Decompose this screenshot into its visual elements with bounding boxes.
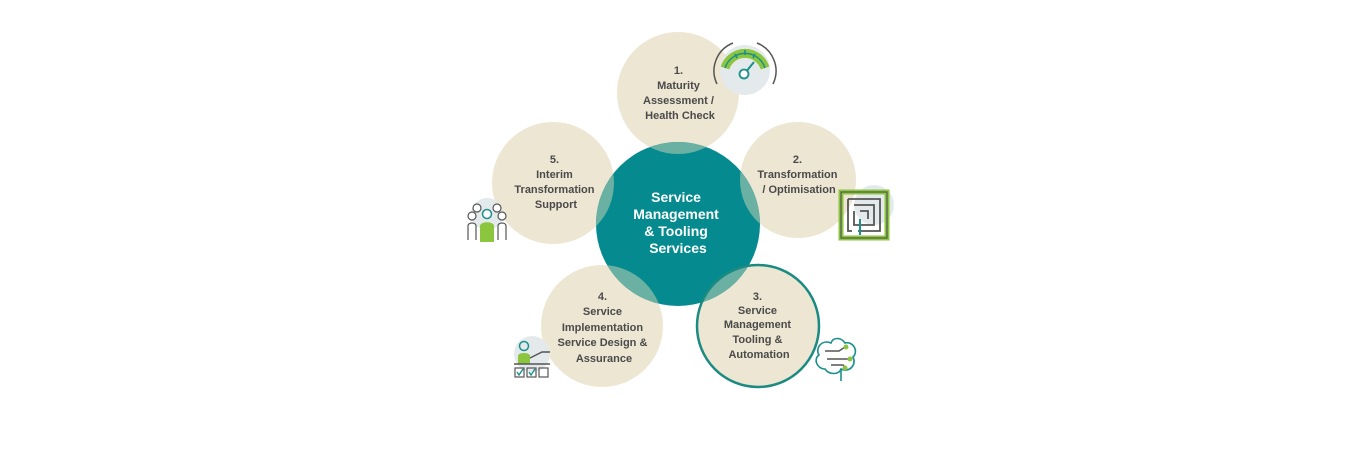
petal-interim-circle [492, 122, 614, 244]
center-line: & Tooling [644, 223, 708, 239]
petal-line: Tooling & [733, 334, 783, 346]
petal-line: / Optimisation [762, 184, 836, 196]
petal-tooling-label: 3. Service Management Tooling & Automati… [724, 291, 794, 361]
petal-implementation-label: 4. Service Implementation Service Design… [558, 291, 651, 365]
center-line: Management [633, 206, 719, 222]
center-title: Service Management & Tooling Services [633, 189, 722, 256]
petal-line: 1. [674, 65, 683, 77]
petal-maturity [617, 32, 739, 154]
petal-line: Interim [536, 169, 573, 181]
petal-line: 3. [753, 291, 762, 303]
petal-transformation-label: 2. Transformation / Optimisation [757, 154, 840, 196]
petal-line: Assurance [576, 353, 632, 365]
petal-maturity-circle [617, 32, 739, 154]
center-line: Services [649, 240, 707, 256]
petal-line: Health Check [645, 110, 716, 122]
team-icon [467, 198, 507, 242]
maze-icon [838, 185, 894, 241]
petal-line: Transformation [757, 169, 837, 181]
checklist-presenter-icon [514, 336, 550, 378]
petal-line: 4. [598, 291, 607, 303]
petal-interim [492, 122, 614, 244]
petal-line: Implementation [562, 322, 644, 334]
brain-circuit-icon [815, 337, 857, 381]
petal-line: Service [738, 305, 777, 317]
petal-interim-label: 5. Interim Transformation Support [514, 154, 597, 211]
petal-implementation [541, 265, 663, 387]
petal-transformation [740, 122, 856, 238]
petal-line: 5. [550, 154, 559, 166]
petal-line: Support [535, 199, 577, 211]
center-line: Service [651, 189, 701, 205]
petal-line: Maturity [657, 80, 701, 92]
petal-line: Transformation [514, 184, 594, 196]
petal-tooling [697, 265, 819, 387]
petal-tooling-circle [697, 265, 819, 387]
petal-line: Service Design & [558, 337, 648, 349]
petal-line: Management [724, 319, 792, 331]
petal-tooling-highlight-ring [695, 263, 821, 389]
petal-line: Automation [728, 349, 789, 361]
petal-implementation-circle [541, 265, 663, 387]
petal-line: 2. [793, 154, 802, 166]
petal-line: Service [583, 306, 622, 318]
petal-maturity-label: 1. Maturity Assessment / Health Check [643, 65, 717, 122]
petal-transformation-circle [740, 122, 856, 238]
center-circle [596, 142, 760, 306]
petal-line: Assessment / [643, 95, 714, 107]
gauge-icon [713, 42, 777, 95]
